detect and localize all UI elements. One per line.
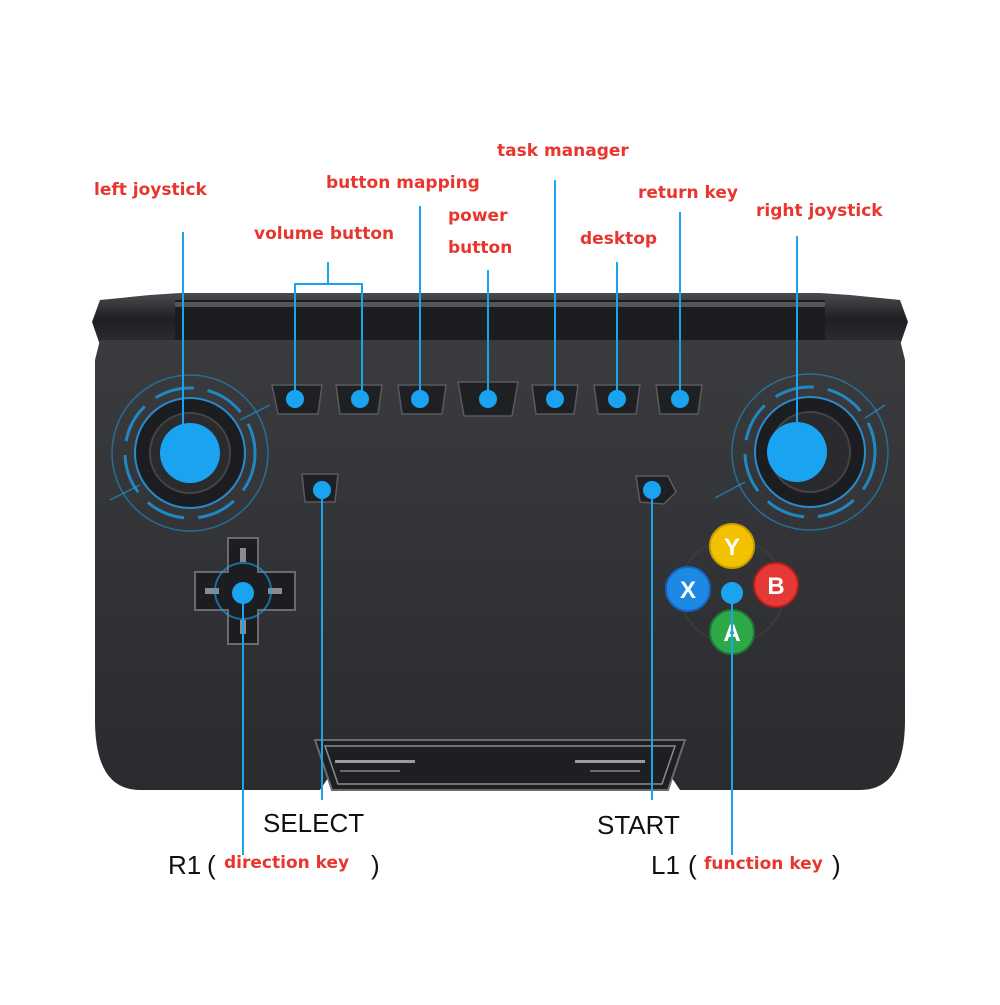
- label-task-manager: task manager: [497, 141, 629, 161]
- label-button-mapping: button mapping: [326, 173, 480, 193]
- label-right-joystick: right joystick: [756, 201, 883, 221]
- label-function-key: function key: [704, 854, 823, 874]
- label-select: SELECT: [263, 808, 365, 838]
- paren-close-l1: ): [832, 850, 841, 880]
- top-bar: [92, 293, 908, 345]
- label-power-line1: power: [448, 206, 508, 226]
- paren-open-r1: (: [207, 850, 216, 880]
- label-desktop: desktop: [580, 229, 658, 249]
- x-button: [665, 566, 711, 612]
- label-l1: L1: [651, 850, 680, 880]
- label-volume-button: volume button: [254, 224, 395, 244]
- controller-body: [95, 340, 905, 790]
- label-return-key: return key: [638, 183, 739, 203]
- y-button: [709, 523, 755, 569]
- y-button-letter: Y: [724, 534, 740, 561]
- paren-close-r1: ): [371, 850, 380, 880]
- x-button-letter: X: [680, 577, 696, 604]
- b-button: [753, 562, 799, 608]
- label-power-line2: button: [448, 238, 513, 258]
- label-left-joystick: left joystick: [94, 180, 207, 200]
- label-direction-key: direction key: [224, 853, 350, 873]
- paren-open-l1: (: [688, 850, 697, 880]
- label-r1: R1: [168, 850, 202, 880]
- leader-lines: [182, 180, 798, 855]
- b-button-letter: B: [767, 573, 784, 600]
- markers: [160, 390, 827, 604]
- label-start: START: [597, 810, 680, 840]
- bottom-stand: [313, 739, 687, 791]
